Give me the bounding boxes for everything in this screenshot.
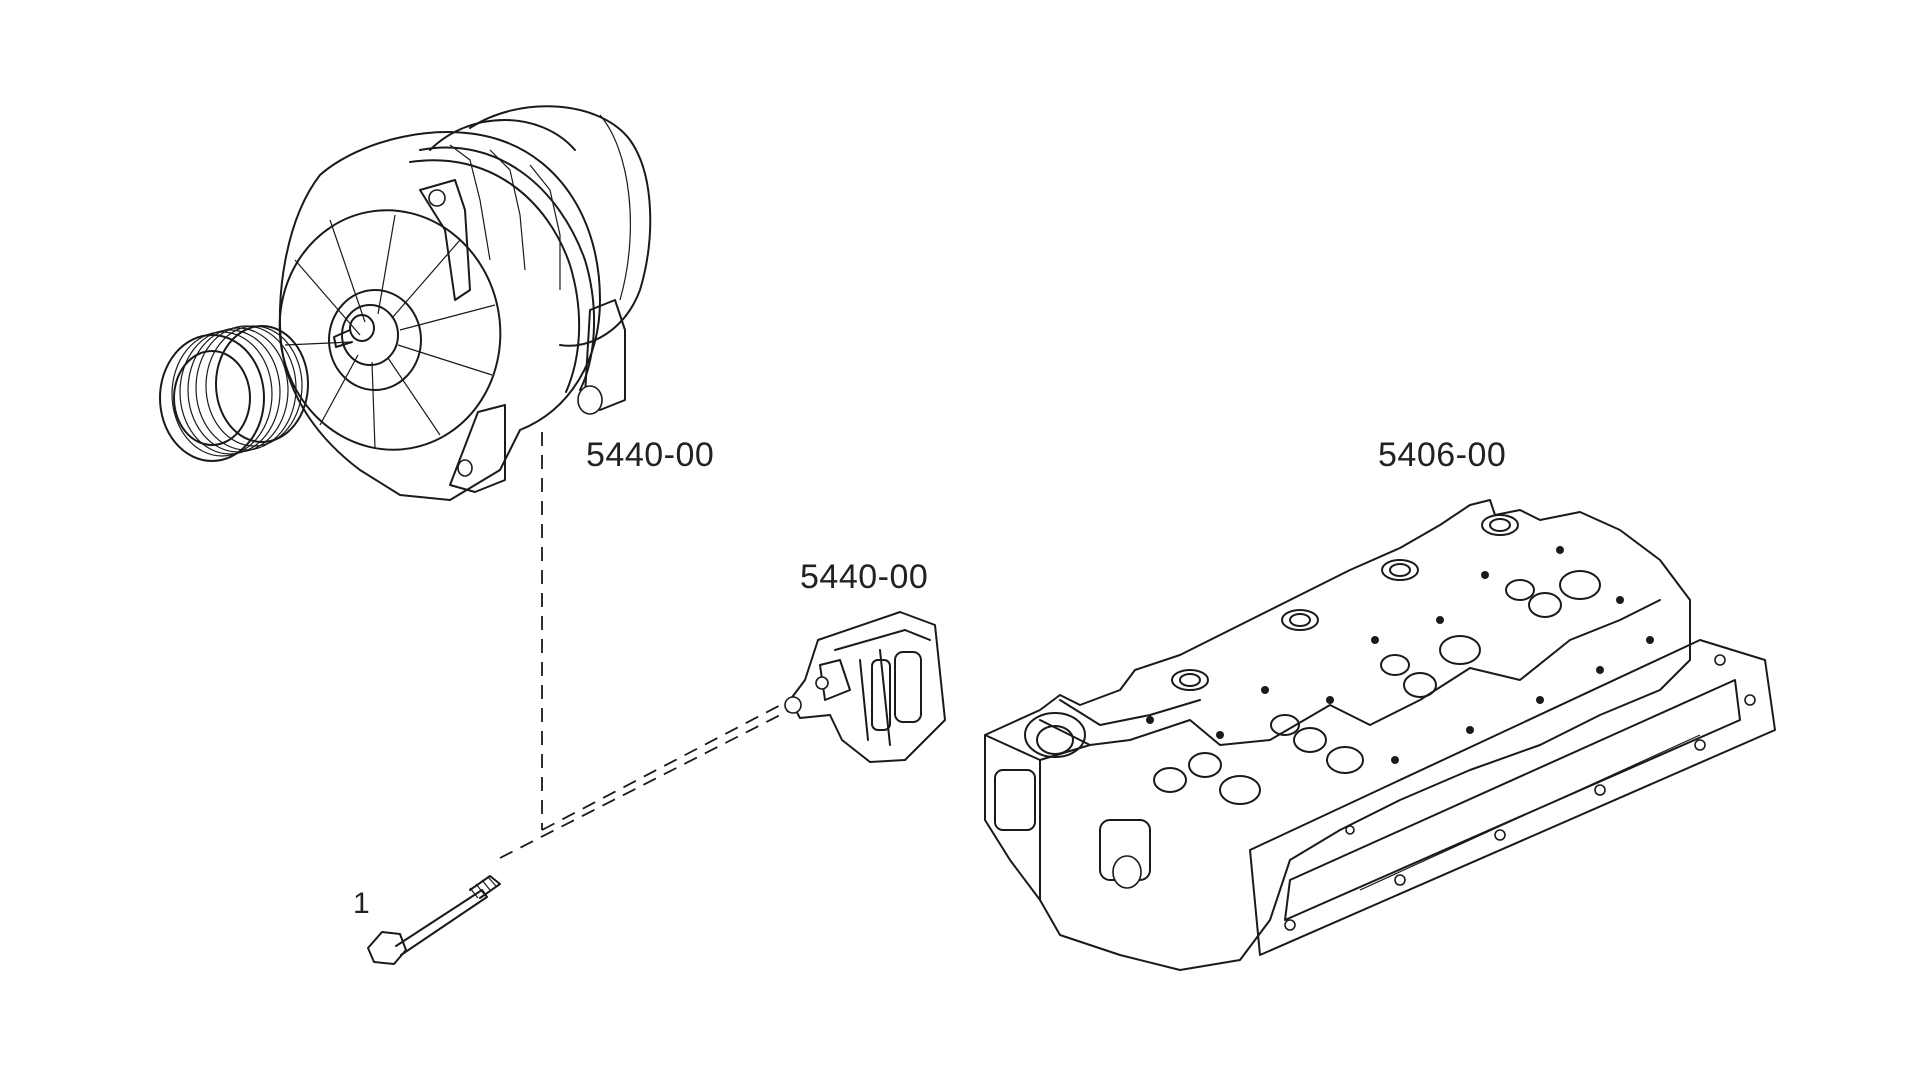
injector-ports xyxy=(1171,514,1519,691)
assembly-lines xyxy=(499,432,791,859)
gasket-holes xyxy=(1284,654,1756,931)
callout-cylinder-head: 5406-00 xyxy=(1378,436,1507,474)
callout-alternator: 5440-00 xyxy=(586,436,715,474)
alternator xyxy=(278,105,652,501)
pulley xyxy=(159,325,309,462)
alternator-bracket xyxy=(784,611,946,763)
callout-bolt: 1 xyxy=(353,887,371,920)
callout-bracket: 5440-00 xyxy=(800,558,929,596)
valve-ports xyxy=(1153,570,1601,805)
cylinder-head xyxy=(984,499,1776,971)
head-bolt-holes xyxy=(1146,546,1654,764)
bolt xyxy=(367,875,501,965)
